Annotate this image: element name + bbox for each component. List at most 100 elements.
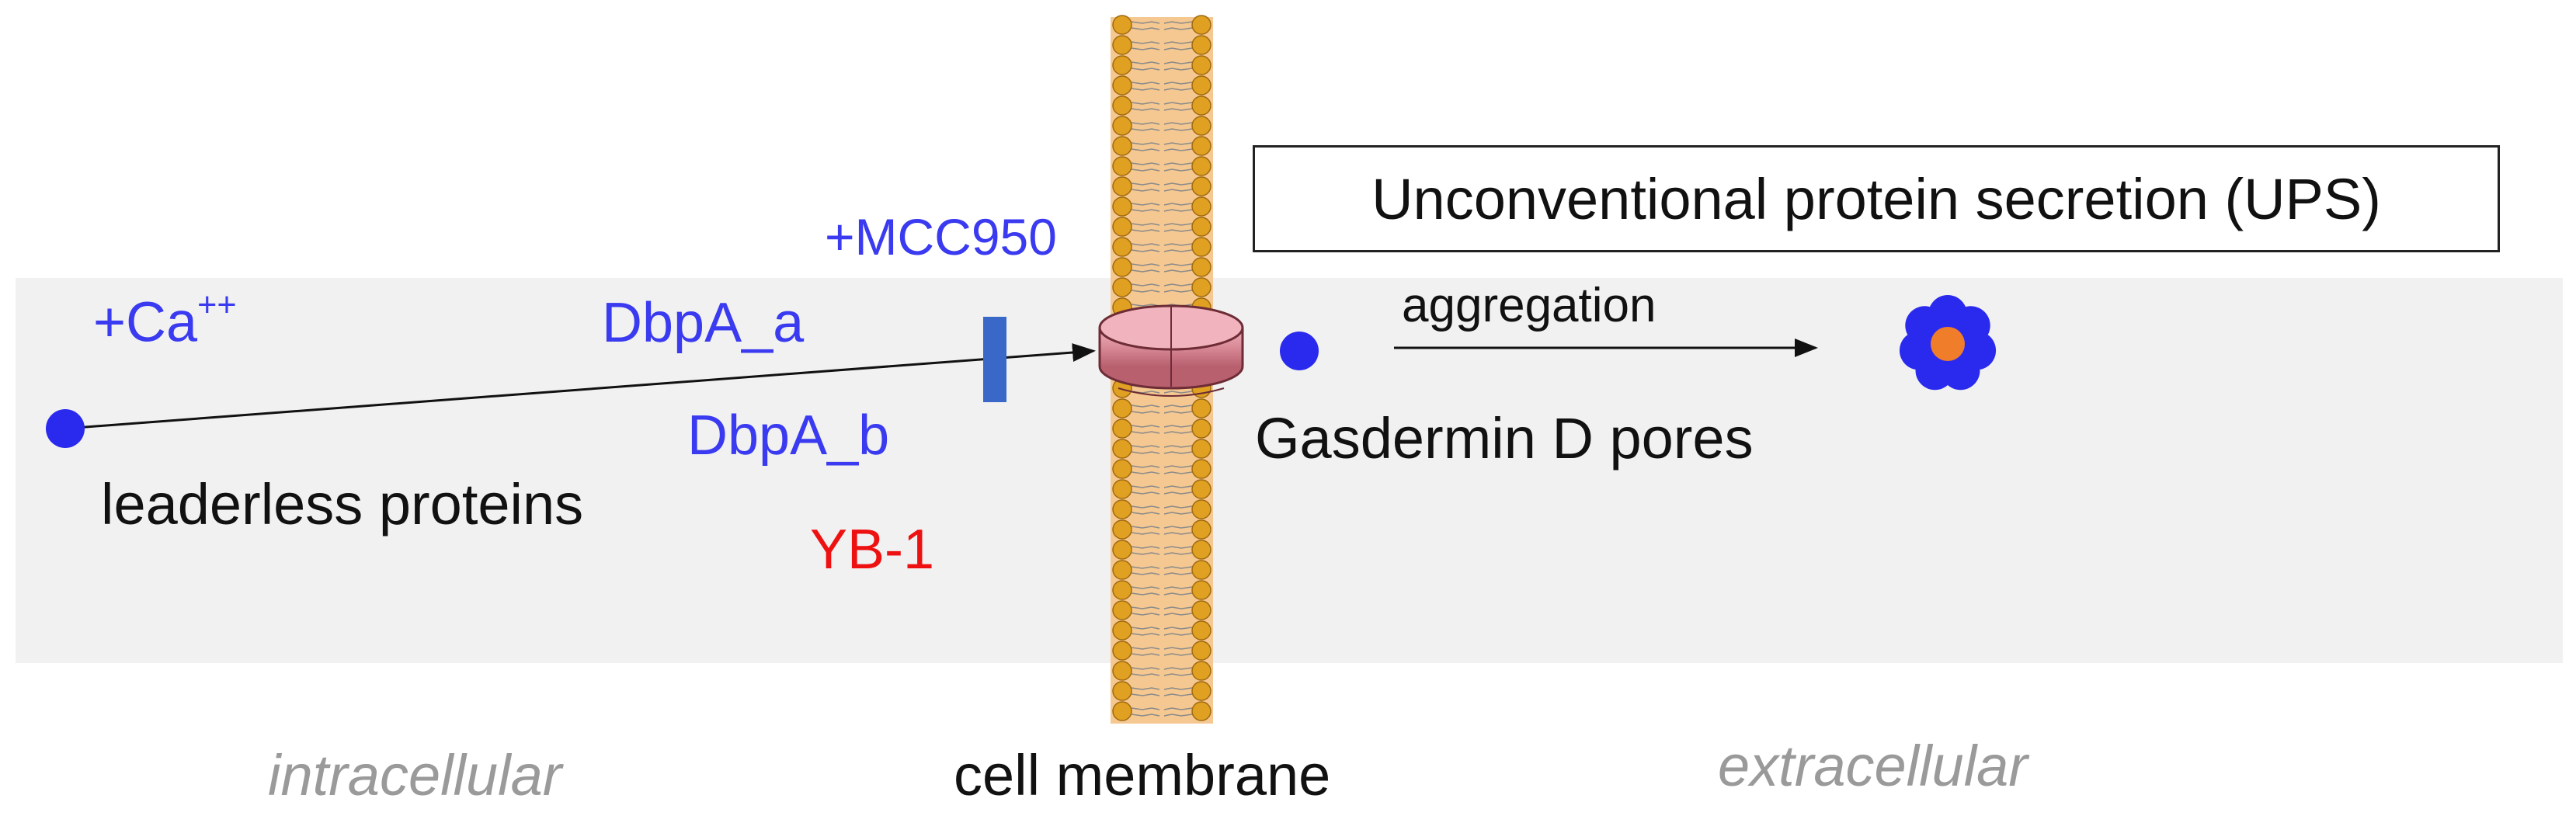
lipid-tail	[1131, 148, 1160, 151]
lipid-head	[1112, 499, 1132, 519]
lipid-head	[1191, 641, 1212, 661]
lipid-head	[1112, 681, 1132, 701]
lipid-tail	[1163, 667, 1193, 670]
lipid-tail	[1163, 512, 1193, 515]
lipid-tail	[1131, 431, 1160, 434]
lipid-head	[1112, 600, 1132, 620]
lipid-head	[1112, 560, 1132, 580]
lipid-head	[1112, 176, 1132, 196]
lipid-tail	[1131, 209, 1160, 212]
lipid-tail	[1131, 283, 1160, 286]
lipid-tail	[1131, 667, 1160, 670]
lipid-tail	[1131, 47, 1160, 50]
lipid-tail	[1163, 168, 1193, 172]
lipid-tail	[1163, 21, 1193, 24]
lipid-tail	[1131, 243, 1160, 246]
lipid-tail	[1163, 263, 1193, 266]
cell-membrane-label: cell membrane	[954, 743, 1331, 807]
extracellular-label: extracellular	[1718, 734, 2028, 798]
lipid-tail	[1163, 243, 1193, 246]
lipid-tail	[1131, 491, 1160, 495]
lipid-tail	[1131, 102, 1160, 105]
lipid-head	[1112, 398, 1132, 418]
lipid-head	[1191, 519, 1212, 540]
lipid-tail	[1131, 532, 1160, 535]
lipid-tail	[1131, 27, 1160, 30]
lipid-tail	[1131, 606, 1160, 609]
lipid-tail	[1131, 21, 1160, 24]
lipid-tail	[1163, 653, 1193, 656]
lipid-tail	[1163, 425, 1193, 428]
lipid-head	[1112, 701, 1132, 721]
lipid-head	[1191, 540, 1212, 560]
lipid-tail	[1163, 290, 1193, 293]
lipid-head	[1191, 277, 1212, 297]
lipid-head	[1191, 176, 1212, 196]
aggregate-icon	[1899, 295, 1997, 391]
lipid-tail	[1163, 586, 1193, 589]
lipid-head	[1191, 217, 1212, 237]
calcium-label-superscript: ++	[197, 286, 237, 324]
lipid-tail	[1131, 182, 1160, 186]
lipid-tail	[1163, 707, 1193, 710]
aggregate-core	[1931, 327, 1965, 361]
lipid-head	[1112, 418, 1132, 439]
lipid-head	[1112, 136, 1132, 156]
lipid-head	[1191, 116, 1212, 136]
lipid-tail	[1163, 491, 1193, 495]
protein-dot-icon	[46, 409, 85, 448]
lipid-head	[1191, 55, 1212, 75]
lipid-head	[1112, 257, 1132, 277]
lipid-tail	[1163, 209, 1193, 212]
yb1-label: YB-1	[810, 519, 935, 581]
lipid-head	[1112, 277, 1132, 297]
lipid-tail	[1163, 526, 1193, 529]
lipid-tail	[1163, 465, 1193, 468]
lipid-tail	[1163, 505, 1193, 509]
lipid-tail	[1131, 485, 1160, 488]
lipid-tail	[1131, 566, 1160, 569]
lipid-tail	[1131, 465, 1160, 468]
lipid-tail	[1163, 431, 1193, 434]
intracellular-label: intracellular	[268, 743, 562, 807]
lipid-head	[1191, 35, 1212, 55]
lipid-tail	[1131, 203, 1160, 206]
lipid-tail	[1163, 566, 1193, 569]
lipid-head	[1112, 479, 1132, 499]
lipid-tail	[1131, 249, 1160, 252]
lipid-head	[1191, 600, 1212, 620]
leaderless-proteins-label: leaderless proteins	[101, 472, 584, 536]
lipid-tail	[1131, 693, 1160, 696]
lipid-head	[1112, 55, 1132, 75]
secretion-arrow	[64, 343, 1096, 430]
lipid-tail	[1163, 102, 1193, 105]
lipid-tail	[1131, 269, 1160, 273]
lipid-tail	[1131, 223, 1160, 226]
calcium-label-base: +Ca	[93, 291, 198, 354]
gasdermin-pore-icon	[1098, 304, 1244, 397]
gasdermin-pores-label: Gasdermin D pores	[1255, 406, 1754, 471]
lipid-tail	[1131, 263, 1160, 266]
lipid-head	[1112, 519, 1132, 540]
lipid-head	[1191, 156, 1212, 176]
lipid-head	[1112, 95, 1132, 116]
lipid-tail	[1131, 586, 1160, 589]
lipid-tail	[1131, 41, 1160, 44]
lipid-tail	[1163, 391, 1193, 394]
lipid-head	[1112, 15, 1132, 35]
lipid-tail	[1131, 627, 1160, 630]
lipid-tail	[1131, 405, 1160, 408]
lipid-tail	[1163, 687, 1193, 690]
lipid-head	[1191, 499, 1212, 519]
lipid-head	[1112, 217, 1132, 237]
lipid-tail	[1163, 203, 1193, 206]
lipid-tail	[1163, 128, 1193, 131]
lipid-tail	[1131, 290, 1160, 293]
lipid-tail	[1163, 552, 1193, 555]
lipid-tail	[1163, 122, 1193, 125]
lipid-tail	[1163, 673, 1193, 676]
lipid-head	[1191, 620, 1212, 641]
lipid-tail	[1131, 613, 1160, 616]
